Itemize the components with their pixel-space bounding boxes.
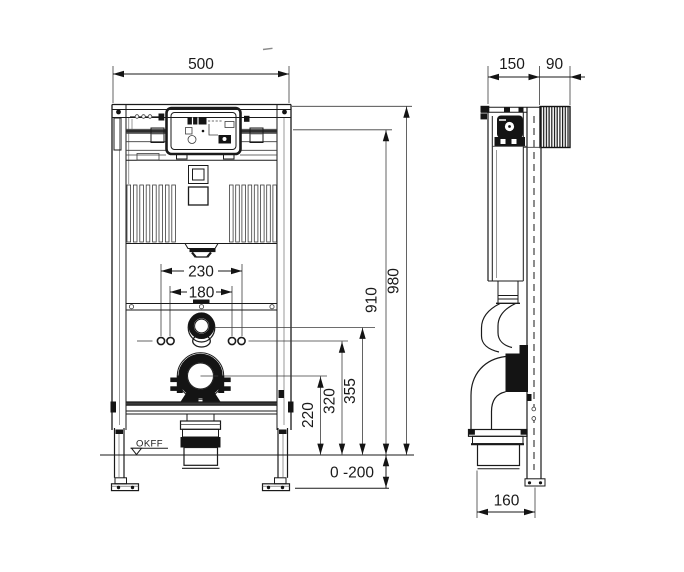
dim-base-depth: 160: [476, 470, 536, 518]
front-view: 500: [100, 56, 414, 492]
dim-overall-width: 500: [112, 56, 290, 103]
drain-outlet: [170, 352, 327, 403]
dim-height-rods-label: 320: [322, 388, 339, 414]
dim-floor-adjust-label: 0 -200: [330, 465, 374, 482]
dim-floor-adjust: 0 -200: [295, 455, 390, 489]
side-view: 150 90: [467, 56, 585, 518]
wall-bracket-hatch: [539, 105, 571, 149]
dim-frame-depth-label: 150: [499, 56, 525, 73]
lever-block: [158, 113, 165, 121]
mounting-rail: [126, 299, 277, 311]
fill-valve: [497, 115, 523, 138]
flush-pipe-outlet: [187, 312, 375, 348]
scan-artifact-dash: [262, 47, 273, 51]
dim-bolt-span-inner: 180: [169, 285, 233, 336]
legs-and-feet: [110, 428, 291, 492]
floor-level: OKFF: [100, 438, 414, 456]
dim-height-flush: 355: [342, 327, 366, 455]
dim-cistern-depth-label: 90: [546, 56, 564, 73]
side-flush-bend: [480, 302, 528, 355]
side-pipe: [476, 443, 521, 467]
dim-bolt-span-inner-label: 180: [189, 285, 215, 302]
dim-base-depth-label: 160: [494, 493, 520, 510]
dim-height-total: 980: [386, 106, 410, 455]
valve-band: [494, 137, 525, 146]
dim-height-upper: 910: [364, 129, 390, 455]
side-foot: [524, 478, 546, 487]
actuator-rod-openings: [187, 165, 209, 206]
side-drain-elbow: [467, 353, 528, 470]
drain-clip-left: [170, 375, 183, 393]
drain-clip-right: [218, 375, 231, 393]
corner-screw-left: [116, 109, 121, 115]
dim-height-drain-label: 220: [300, 402, 317, 428]
cistern-outlet: [496, 281, 520, 304]
dim-overall-width-label: 500: [188, 56, 214, 73]
upper-mechanism: [126, 113, 277, 161]
side-collar: [467, 428, 528, 446]
dim-height-rods: 320: [322, 341, 346, 455]
dim-height-upper-label: 910: [364, 287, 381, 313]
side-rail: [523, 107, 546, 487]
flush-funnel: [126, 243, 277, 258]
inspection-box-mechanism: [185, 117, 235, 144]
dim-bolt-span-outer: 230: [160, 264, 243, 336]
dim-bolt-span-outer-label: 230: [188, 264, 214, 281]
corner-screw-right: [282, 109, 287, 115]
drain-pipe: [179, 414, 222, 469]
left-slot: [113, 117, 122, 151]
dim-depths: 150 90: [487, 56, 585, 105]
vent-slats: [126, 184, 277, 243]
box-foot-right: [223, 153, 235, 160]
lower-rail: [110, 390, 294, 415]
dim-height-drain: 220: [300, 376, 324, 455]
inspection-box: [165, 106, 242, 160]
floor-level-triangle-icon: [130, 447, 143, 456]
left-fitting: [150, 127, 165, 143]
height-dimensions: 980 910 355 320: [292, 105, 412, 455]
dim-height-flush-label: 355: [342, 378, 359, 404]
drain-bracket: [180, 392, 221, 403]
foot-right: [261, 477, 291, 492]
box-foot-left: [176, 153, 188, 160]
right-fitting: [249, 127, 264, 143]
dim-height-total-label: 980: [386, 268, 403, 294]
side-cistern: [480, 105, 540, 304]
foot-left: [110, 477, 140, 492]
floor-level-label: OKFF: [136, 438, 163, 449]
threaded-rods: [137, 336, 348, 346]
